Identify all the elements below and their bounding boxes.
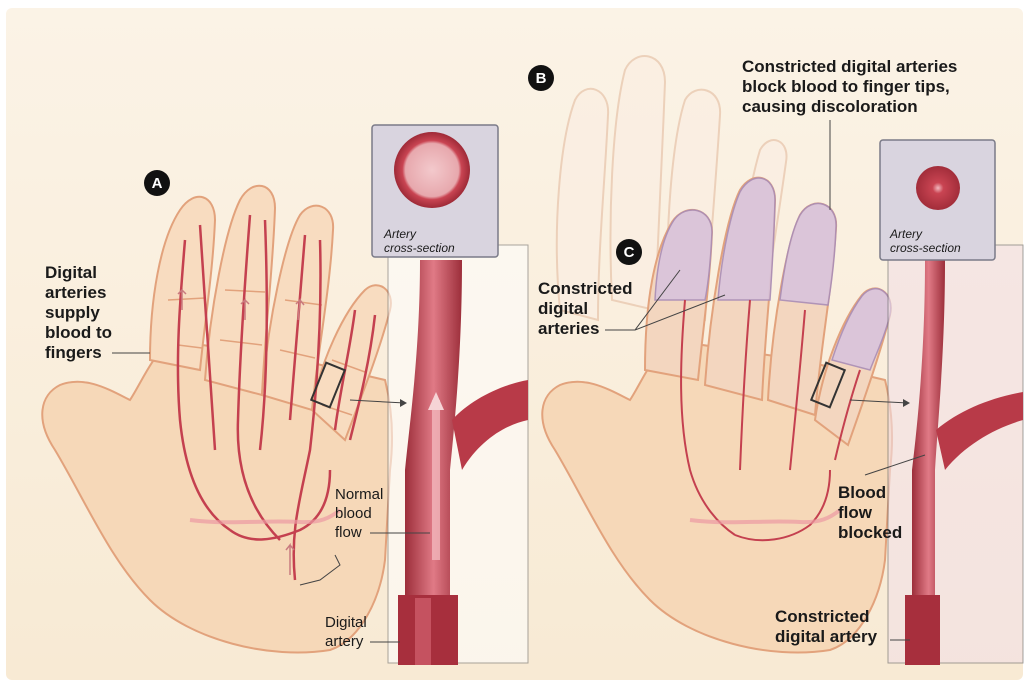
svg-text:fingers: fingers <box>45 343 102 362</box>
svg-text:blood to: blood to <box>45 323 112 342</box>
badge-a: A <box>144 170 170 196</box>
svg-text:supply: supply <box>45 303 100 322</box>
svg-text:flow: flow <box>838 503 873 522</box>
svg-text:A: A <box>152 175 163 192</box>
svg-text:Normal: Normal <box>335 486 383 503</box>
svg-text:blood: blood <box>335 505 372 522</box>
svg-text:Artery: Artery <box>889 227 923 241</box>
badge-c: C <box>616 239 642 265</box>
svg-text:Blood: Blood <box>838 483 886 502</box>
svg-text:arteries: arteries <box>45 283 106 302</box>
svg-text:Digital: Digital <box>325 614 367 631</box>
svg-text:arteries: arteries <box>538 319 599 338</box>
svg-text:Constricted: Constricted <box>775 607 869 626</box>
svg-text:flow: flow <box>335 524 362 541</box>
svg-text:Artery: Artery <box>383 227 417 241</box>
svg-text:blocked: blocked <box>838 523 902 542</box>
svg-text:artery: artery <box>325 633 364 650</box>
badge-b: B <box>528 65 554 91</box>
svg-text:block blood to finger tips,: block blood to finger tips, <box>742 77 950 96</box>
svg-text:cross-section: cross-section <box>890 241 961 255</box>
svg-text:digital artery: digital artery <box>775 627 878 646</box>
svg-text:digital: digital <box>538 299 588 318</box>
svg-text:Digital: Digital <box>45 263 97 282</box>
svg-text:B: B <box>536 70 547 87</box>
svg-text:C: C <box>624 244 635 261</box>
svg-text:cross-section: cross-section <box>384 241 455 255</box>
svg-text:Constricted digital arteries: Constricted digital arteries <box>742 57 957 76</box>
svg-text:causing discoloration: causing discoloration <box>742 97 918 116</box>
svg-text:Constricted: Constricted <box>538 279 632 298</box>
